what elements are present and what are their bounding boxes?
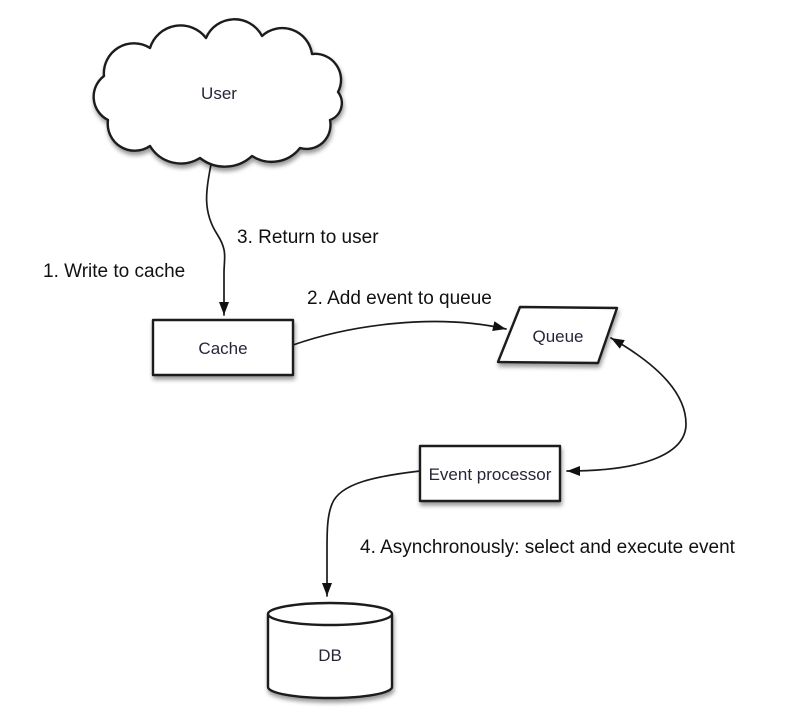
event-processor-label: Event processor [429,465,552,484]
cache-label: Cache [198,339,247,358]
arrow-cache-to-queue [292,320,507,346]
queue-label: Queue [532,327,583,346]
annotation-step1: 1. Write to cache [43,261,185,282]
db-label: DB [318,646,342,665]
arrow-user-to-cache [205,159,229,316]
annotation-step3: 3. Return to user [237,227,379,248]
cache-box [151,318,295,377]
arrow-event-processor-to-db [322,470,421,597]
annotation-step2: 2. Add event to queue [307,288,492,309]
db-cylinder [266,601,394,700]
annotation-step4: 4. Asynchronously: select and execute ev… [360,537,736,558]
queue-parallelogram [496,305,619,365]
event-processor-box [418,444,562,503]
user-cloud-label: User [201,84,237,103]
arrow-queue-event-processor-bidirectional [566,337,687,476]
user-cloud-shape [92,18,343,168]
